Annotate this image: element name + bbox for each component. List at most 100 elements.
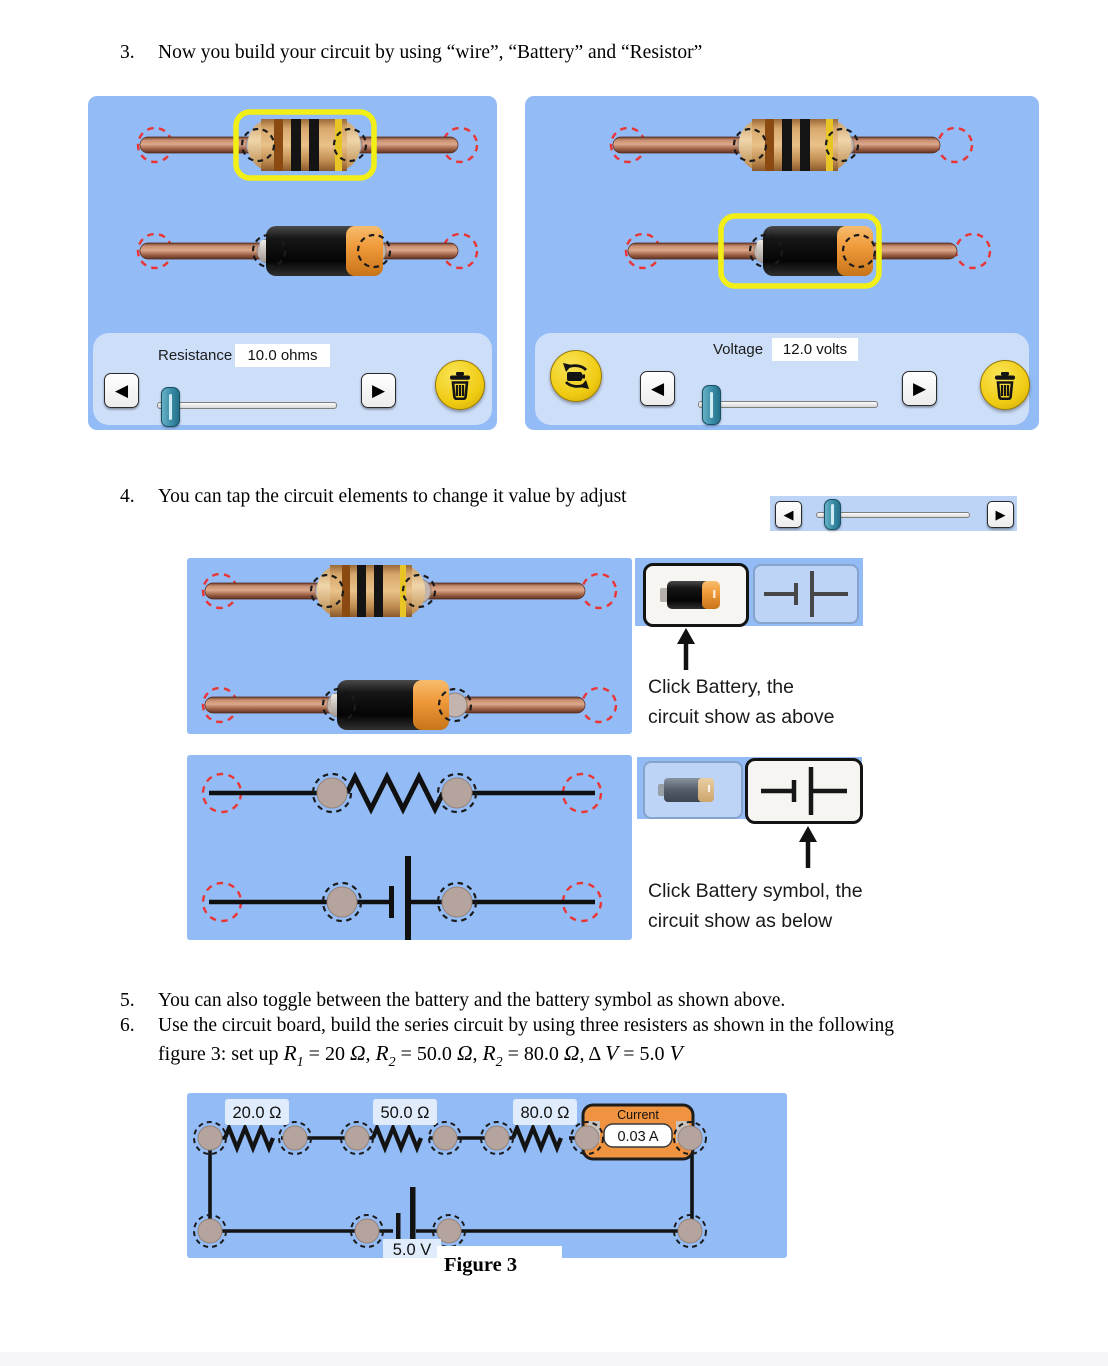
item-number: 4.: [120, 486, 135, 507]
resistor-symbol[interactable]: [511, 1122, 563, 1154]
left-triangle-icon: ◀: [650, 379, 665, 398]
wire-battery-wire-row[interactable]: [624, 213, 992, 289]
wire-battery-wire-row[interactable]: [136, 226, 479, 276]
note-line: Click Battery, the: [648, 676, 794, 698]
page-edge-strip: [0, 1352, 1108, 1366]
resistor-symbol-row[interactable]: [201, 771, 603, 815]
battery-image[interactable]: [331, 680, 449, 730]
math-part: 2: [388, 1055, 396, 1070]
copper-wire[interactable]: [139, 242, 269, 260]
figure3-circuit-panel: Current 0.03 A 20.0 Ω: [187, 1093, 787, 1258]
wire-battery-wire-row[interactable]: [201, 680, 618, 730]
increase-button[interactable]: ▶: [987, 501, 1014, 528]
circuit-setup-equation: figure 3: set up R1 = 20 Ω, R2 = 50.0 Ω,…: [158, 1041, 683, 1071]
resistor-battery-circuit-graphic: [609, 119, 992, 289]
wire-resistor-wire-row[interactable]: [136, 109, 479, 181]
schematic-graphic: [201, 771, 603, 940]
voltage-slider-handle[interactable]: [702, 385, 721, 425]
selection-highlight: [233, 109, 377, 181]
note-line: circuit show as below: [648, 910, 833, 932]
resistor-image[interactable]: [317, 565, 425, 617]
math-part: Ω: [349, 1041, 366, 1065]
math-part: = 20: [303, 1043, 350, 1065]
math-part: 1: [296, 1055, 304, 1070]
slider-track[interactable]: [816, 512, 970, 518]
battery-image-button[interactable]: [643, 761, 743, 819]
math-part: Ω: [563, 1041, 580, 1065]
battery-photo-faded-icon: [658, 778, 714, 802]
current-value: 0.03 A: [617, 1129, 658, 1145]
item-text: You can tap the circuit elements to chan…: [158, 486, 627, 507]
resistor-symbol[interactable]: [371, 1122, 423, 1154]
resistor-image[interactable]: [739, 119, 851, 171]
adjust-slider-widget: ◀ ▶: [770, 496, 1017, 531]
math-part: R: [375, 1041, 389, 1065]
increase-resistance-button[interactable]: ▶: [361, 373, 396, 408]
right-triangle-icon: ▶: [995, 507, 1006, 522]
item-text: Now you build your circuit by using “wir…: [158, 42, 703, 63]
math-part: ,: [365, 1043, 376, 1065]
wire-resistor-wire-row[interactable]: [201, 565, 618, 617]
trash-icon: [995, 371, 1015, 400]
math-part: = 50.0: [395, 1043, 457, 1065]
battery-photo-icon: [660, 581, 720, 609]
resistor-image[interactable]: [248, 119, 360, 171]
decrease-voltage-button[interactable]: ◀: [640, 371, 675, 406]
item-text: Use the circuit board, build the series …: [158, 1015, 894, 1036]
battery-symbol-click-note: Click Battery symbol, the circuit show a…: [648, 876, 968, 936]
instruction-item-3: 3. Now you build your circuit by using “…: [120, 42, 980, 64]
voltage-label: Voltage: [713, 341, 764, 358]
note-line: Click Battery symbol, the: [648, 880, 863, 902]
decrease-button[interactable]: ◀: [775, 501, 802, 528]
resistance-slider-handle[interactable]: [161, 387, 180, 427]
resistor-battery-circuit-graphic: [136, 109, 479, 276]
resistance-slider-track[interactable]: [157, 402, 337, 409]
flip-battery-button[interactable]: [550, 350, 602, 402]
item-number: 3.: [120, 42, 135, 63]
r3-label: 80.0 Ω: [520, 1104, 569, 1122]
voltage-edit-panel: ◀ Voltage 12.0 volts ▶: [525, 96, 1039, 430]
caption-background: [437, 1246, 562, 1292]
math-part: V: [669, 1041, 683, 1065]
resistance-value: 10.0 ohms: [235, 344, 330, 367]
delete-component-button[interactable]: [980, 360, 1030, 410]
ammeter[interactable]: Current 0.03 A: [581, 1103, 695, 1161]
math-part: ,: [472, 1043, 483, 1065]
wire-resistor-wire-row[interactable]: [609, 119, 974, 171]
battery-symbol[interactable]: [396, 1187, 416, 1258]
battery-image-button[interactable]: [643, 563, 749, 627]
resistance-label: Resistance: [158, 347, 233, 364]
figure3-caption: Figure 3: [444, 1254, 518, 1276]
math-part: figure 3: set up: [158, 1043, 284, 1065]
battery-click-note: Click Battery, the circuit show as above: [648, 672, 928, 732]
slider-handle[interactable]: [824, 499, 841, 530]
junction-dots[interactable]: [193, 1121, 707, 1248]
voltage-slider-track[interactable]: [698, 401, 878, 408]
item-text: You can also toggle between the battery …: [158, 990, 786, 1011]
voltage-value: 12.0 volts: [772, 338, 858, 361]
r2-label: 50.0 Ω: [380, 1104, 429, 1122]
left-triangle-icon: ◀: [783, 507, 794, 522]
r1-label: 20.0 Ω: [232, 1104, 281, 1122]
instruction-item-6: 6. Use the circuit board, build the seri…: [120, 1015, 1080, 1037]
battery-symbol-button[interactable]: [745, 758, 863, 824]
current-label: Current: [617, 1108, 659, 1122]
battery-symbol-row[interactable]: [201, 856, 603, 940]
math-part: = 80.0: [502, 1043, 564, 1065]
battery-symbol-button[interactable]: [753, 564, 859, 624]
decrease-resistance-button[interactable]: ◀: [104, 373, 139, 408]
battery-style-selector: [637, 757, 863, 824]
up-arrow-icon: [677, 628, 695, 670]
delete-component-button[interactable]: [435, 360, 485, 410]
battery-image[interactable]: [260, 226, 383, 276]
resistor-symbol[interactable]: [223, 1122, 275, 1154]
increase-voltage-button[interactable]: ▶: [902, 371, 937, 406]
math-part: = 5.0: [618, 1043, 670, 1065]
instruction-item-5: 5. You can also toggle between the batte…: [120, 990, 1080, 1012]
resistance-edit-panel: Resistance 10.0 ohms ◀ ▶: [88, 96, 497, 430]
note-line: circuit show as above: [648, 706, 835, 728]
resistance-labels: 20.0 Ω 50.0 Ω 80.0 Ω 5.0 V: [225, 1099, 577, 1258]
battery-image[interactable]: [757, 226, 873, 276]
up-arrow-icon: [799, 826, 817, 868]
